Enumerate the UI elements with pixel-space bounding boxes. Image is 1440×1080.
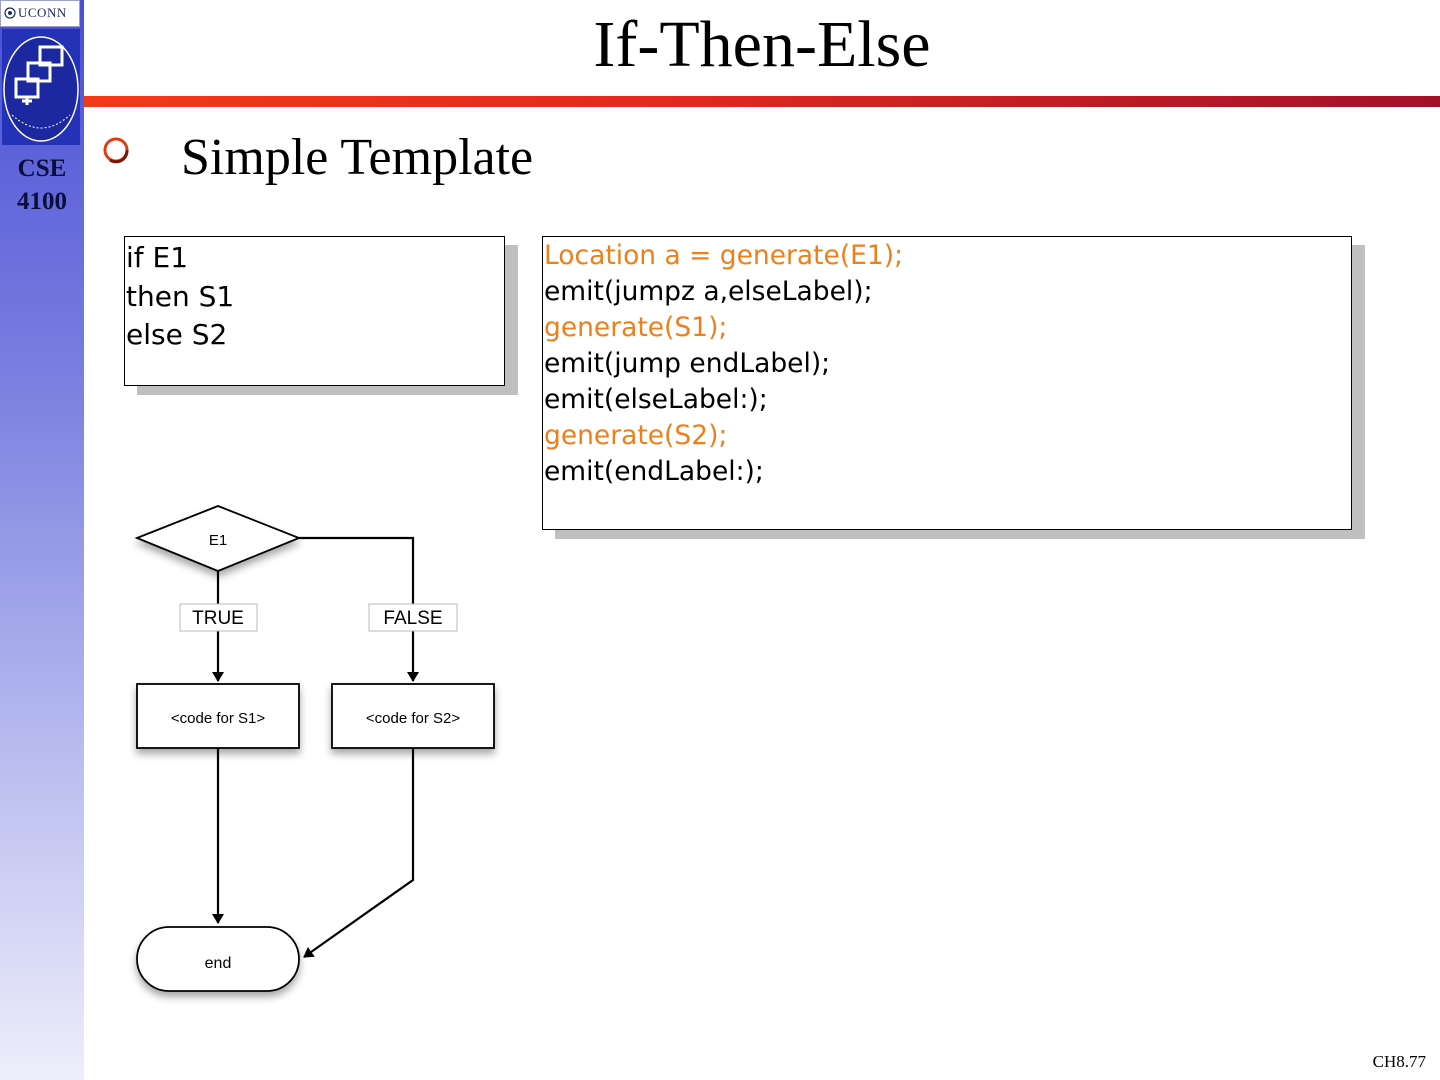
course-line-1: CSE [17,155,67,182]
false-label-box [368,603,458,632]
template-code-box: if E1 then S1 else S2 [124,236,505,386]
code-line: emit(jump endLabel); [544,348,831,379]
bullet-circle-icon [103,137,129,164]
generated-code-box: Location a = generate(E1); emit(jumpz a,… [542,236,1352,530]
end-terminal-label: end [205,955,232,972]
bullet-text: Simple Template [181,129,534,186]
true-label-box [179,603,258,632]
code-line: generate(S2); [544,420,728,451]
template-line: if E1 [126,241,189,274]
code-line: emit(jumpz a,elseLabel); [544,276,873,307]
code-line: emit(elseLabel:); [544,384,768,415]
then-block-label: <code for S1> [171,710,265,727]
decision-node [134,505,302,572]
edge-s2-end [303,748,415,958]
slide-title: If-Then-Else [593,8,931,81]
page-number: CH8.77 [1372,1052,1426,1071]
code-line: emit(endLabel:); [544,456,764,487]
code-line: Location a = generate(E1); [544,240,904,271]
sidebar: UCONN CSE 4100 [0,0,84,1080]
template-line: then S1 [126,279,235,313]
cse-department-logo-icon [2,29,80,145]
else-block-label: <code for S2> [366,710,460,727]
course-line-2: 4100 [17,188,67,215]
end-terminal [136,926,300,992]
false-label: FALSE [383,608,442,629]
seal-icon [4,7,16,19]
logo-text: UCONN [18,5,67,20]
then-block [136,683,300,749]
decision-label: E1 [209,532,227,549]
if-then-else-flowchart: E1 TRUE FALSE <code for S1> <code for S2… [134,505,495,992]
university-logo-strip: UCONN [0,0,80,27]
template-line: else S2 [126,318,228,351]
edge-false [299,536,419,682]
course-code: CSE 4100 [0,152,84,218]
title-underline-rule [84,96,1440,107]
true-label: TRUE [192,608,244,629]
code-line: generate(S1); [544,312,728,343]
else-block [331,683,495,749]
